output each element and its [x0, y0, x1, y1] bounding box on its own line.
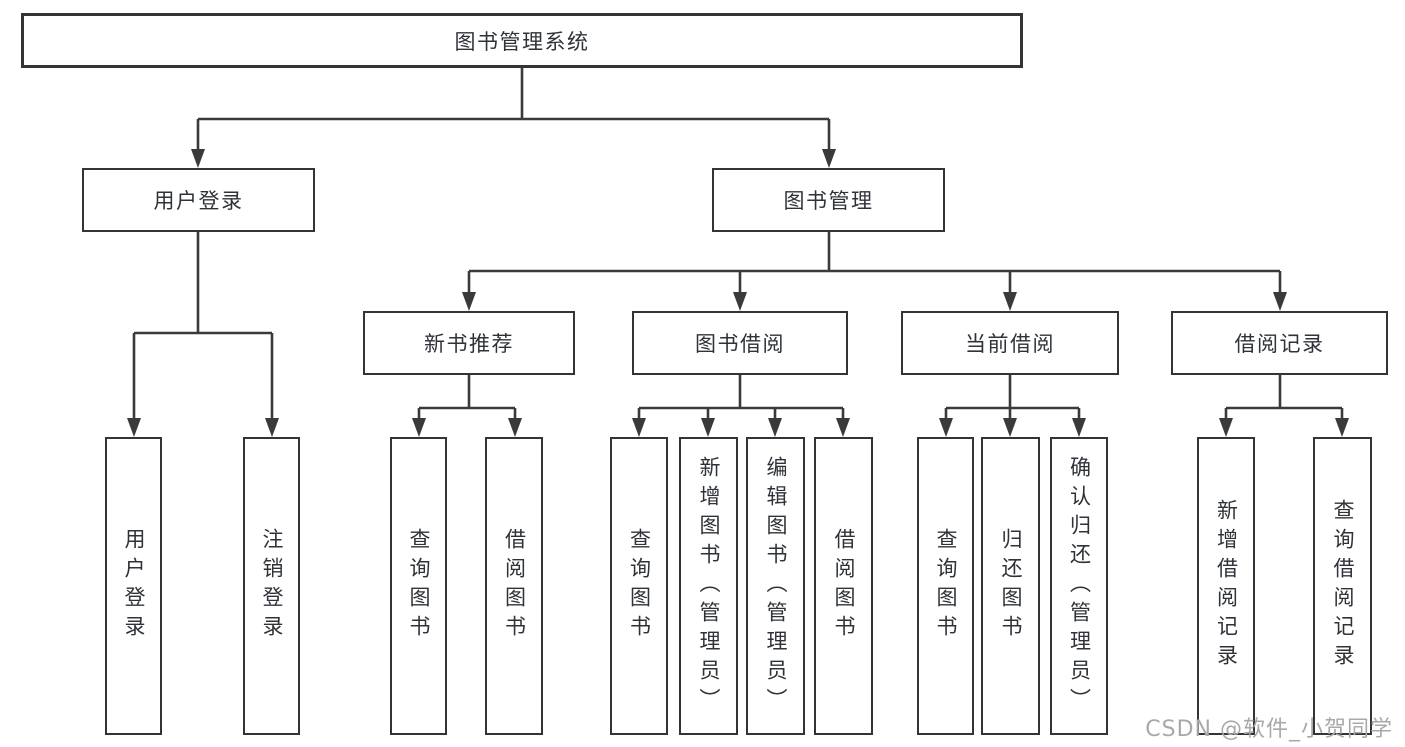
arrowhead-down-icon: [836, 418, 850, 437]
leaf-add-book-admin: 新增图书（管理员）: [679, 437, 738, 735]
leaf-label: 借阅图书: [832, 528, 856, 644]
leaf-label: 注销登录: [260, 528, 284, 644]
arrowhead-down-icon: [768, 418, 782, 437]
arrowhead-down-icon: [1219, 418, 1233, 437]
leaf-borrow-books-recommend: 借阅图书: [485, 437, 543, 735]
arrowhead-down-icon: [1335, 418, 1349, 437]
arrowhead-down-icon: [191, 149, 205, 168]
leaf-label: 查询图书: [407, 528, 431, 644]
node-label: 图书借阅: [695, 332, 785, 356]
arrowhead-down-icon: [462, 292, 476, 311]
leaf-edit-book-admin: 编辑图书（管理员）: [746, 437, 805, 735]
leaf-label: 查询借阅记录: [1331, 499, 1355, 673]
node-current-borrowing: 当前借阅: [901, 311, 1119, 375]
node-book-management: 图书管理: [712, 168, 945, 232]
leaf-label: 新增图书（管理员）: [697, 455, 721, 717]
leaf-label: 查询图书: [627, 528, 652, 644]
leaf-add-borrow-record: 新增借阅记录: [1197, 437, 1255, 735]
node-library-management-system: 图书管理系统: [21, 13, 1023, 68]
arrowhead-down-icon: [508, 418, 522, 437]
csdn-watermark: CSDN @软件_小贺同学: [1145, 717, 1393, 742]
leaf-label: 新增借阅记录: [1214, 499, 1239, 673]
arrowhead-down-icon: [412, 418, 426, 437]
leaf-borrow-books-borrowing: 借阅图书: [814, 437, 873, 735]
arrowhead-down-icon: [1072, 418, 1086, 437]
arrowhead-down-icon: [822, 149, 836, 168]
arrowhead-down-icon: [1003, 292, 1017, 311]
leaf-label: 查询图书: [934, 528, 958, 644]
node-label: 图书管理系统: [454, 29, 590, 54]
node-label: 用户登录: [153, 189, 244, 213]
arrowhead-down-icon: [939, 418, 953, 437]
leaf-user-login: 用户登录: [105, 437, 162, 735]
leaf-label: 归还图书: [999, 528, 1023, 644]
node-label: 当前借阅: [965, 332, 1055, 356]
leaf-confirm-return-admin: 确认归还（管理员）: [1050, 437, 1108, 735]
arrowhead-down-icon: [701, 418, 715, 437]
node-label: 借阅记录: [1234, 332, 1325, 356]
leaf-label: 用户登录: [122, 528, 146, 644]
leaf-query-borrow-record: 查询借阅记录: [1313, 437, 1372, 735]
node-new-book-recommendation: 新书推荐: [363, 311, 575, 375]
leaf-query-books-recommend: 查询图书: [390, 437, 447, 735]
leaf-query-books-current: 查询图书: [917, 437, 974, 735]
node-label: 图书管理: [783, 189, 874, 213]
node-label: 新书推荐: [424, 332, 514, 356]
leaf-query-books-borrowing: 查询图书: [610, 437, 668, 735]
leaf-logout: 注销登录: [243, 437, 300, 735]
leaf-label: 确认归还（管理员）: [1067, 455, 1092, 717]
leaf-label: 编辑图书（管理员）: [764, 455, 788, 717]
leaf-label: 借阅图书: [502, 528, 527, 644]
arrowhead-down-icon: [127, 418, 141, 437]
node-borrowing-records: 借阅记录: [1171, 311, 1388, 375]
arrowhead-down-icon: [632, 418, 646, 437]
arrowhead-down-icon: [733, 292, 747, 311]
leaf-return-books: 归还图书: [981, 437, 1040, 735]
arrowhead-down-icon: [265, 418, 279, 437]
node-book-borrowing: 图书借阅: [632, 311, 848, 375]
arrowhead-down-icon: [1003, 418, 1017, 437]
arrowhead-down-icon: [1273, 292, 1287, 311]
node-user-login: 用户登录: [82, 168, 315, 232]
